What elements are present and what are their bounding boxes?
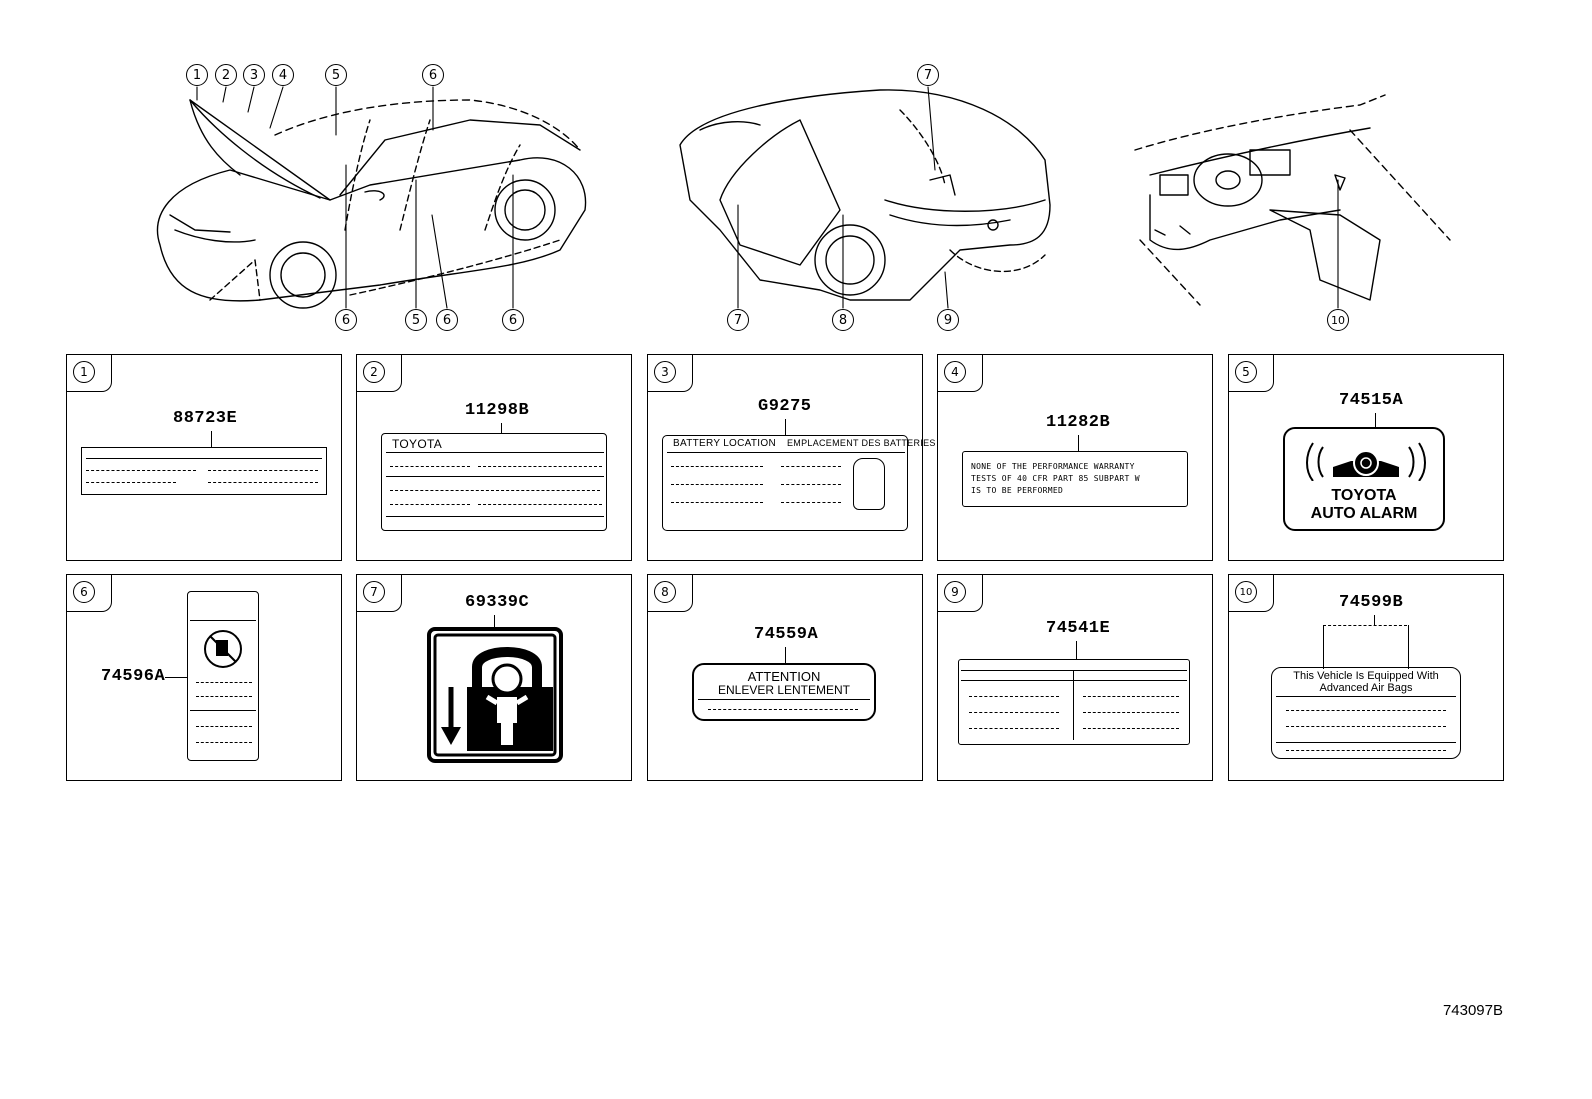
label-panel-7: 7 69339C (356, 574, 632, 781)
callout-7: 7 (917, 64, 939, 86)
callout-6: 6 (502, 309, 524, 331)
label-74541E (958, 659, 1190, 745)
rear-view-car (679, 89, 1051, 301)
panel-number: 1 (73, 361, 95, 383)
label-brand: TOYOTA (392, 437, 443, 451)
callout-6: 6 (335, 309, 357, 331)
callout-6: 6 (422, 64, 444, 86)
part-number: 11282B (1046, 413, 1111, 432)
warranty-text-1: NONE OF THE PERFORMANCE WARRANTY (971, 462, 1135, 471)
prohibition-icon (204, 630, 242, 668)
attention-text: ATTENTION (747, 669, 821, 684)
label-panel-9: 9 74541E (937, 574, 1213, 781)
callout-10: 10 (1327, 309, 1349, 331)
callout-5: 5 (405, 309, 427, 331)
label-panel-1: 1 88723E (66, 354, 342, 561)
alarm-text-line1: TOYOTA (1331, 487, 1397, 504)
battery-location-text: BATTERY LOCATION (673, 438, 776, 449)
label-74599B: This Vehicle Is Equipped With Advanced A… (1271, 667, 1461, 759)
label-panel-2: 2 11298B TOYOTA (356, 354, 632, 561)
airbag-text-1: This Vehicle Is Equipped With (1293, 670, 1439, 682)
part-number: G9275 (758, 397, 812, 416)
part-number: 74599B (1339, 593, 1404, 612)
callout-4: 4 (272, 64, 294, 86)
front-view-car (156, 99, 587, 309)
callout-8: 8 (832, 309, 854, 331)
callout-9: 9 (937, 309, 959, 331)
child-lock-icon (427, 627, 563, 763)
part-number: 11298B (465, 401, 530, 420)
label-panel-8: 8 74559A ATTENTION ENLEVER LENTEMENT (647, 574, 923, 781)
alarm-icon (1306, 442, 1426, 481)
callout-6: 6 (436, 309, 458, 331)
panel-number: 8 (654, 581, 676, 603)
vehicle-illustrations (156, 86, 1451, 309)
part-number: 74541E (1046, 619, 1111, 638)
callout-5: 5 (325, 64, 347, 86)
label-74515A: TOYOTA AUTO ALARM (1283, 427, 1445, 531)
part-number: 74596A (101, 667, 166, 686)
warranty-text-2: TESTS OF 40 CFR PART 85 SUBPART W (971, 474, 1140, 483)
label-panel-4: 4 11282B NONE OF THE PERFORMANCE WARRANT… (937, 354, 1213, 561)
label-11298B: TOYOTA (381, 433, 607, 531)
callout-3: 3 (243, 64, 265, 86)
interior-dashboard (1134, 94, 1451, 306)
panel-number: 4 (944, 361, 966, 383)
label-74596A (187, 591, 259, 761)
label-11282B: NONE OF THE PERFORMANCE WARRANTY TESTS O… (962, 451, 1188, 507)
panel-number: 3 (654, 361, 676, 383)
part-number: 74515A (1339, 391, 1404, 410)
enlever-text: ENLEVER LENTEMENT (717, 683, 851, 697)
panel-number: 10 (1235, 581, 1257, 603)
emplacement-text: EMPLACEMENT DES BATTERIES (787, 438, 936, 448)
callout-1: 1 (186, 64, 208, 86)
airbag-text-2: Advanced Air Bags (1319, 682, 1413, 694)
panel-number: 9 (944, 581, 966, 603)
part-number: 69339C (465, 593, 530, 612)
panel-number: 5 (1235, 361, 1257, 383)
label-panel-10: 10 74599B This Vehicle Is Equipped With … (1228, 574, 1504, 781)
label-panel-5: 5 74515A TOYOTA AUTO ALARM (1228, 354, 1504, 561)
label-74559A: ATTENTION ENLEVER LENTEMENT (692, 663, 876, 721)
panel-number: 6 (73, 581, 95, 603)
diagram-code: 743097B (1442, 1002, 1503, 1019)
panel-number: 2 (363, 361, 385, 383)
label-G9275: BATTERY LOCATION EMPLACEMENT DES BATTERI… (662, 435, 935, 531)
label-panel-3: 3 G9275 BATTERY LOCATION EMPLACEMENT DES… (647, 354, 935, 561)
callout-2: 2 (215, 64, 237, 86)
label-88723E (81, 447, 327, 495)
part-number: 88723E (173, 409, 238, 428)
panel-number: 7 (363, 581, 385, 603)
warranty-text-3: IS TO BE PERFORMED (971, 486, 1064, 495)
part-number: 74559A (754, 625, 819, 644)
callout-7: 7 (727, 309, 749, 331)
label-panel-6: 6 74596A (66, 574, 342, 781)
alarm-text-line2: AUTO ALARM (1310, 505, 1418, 522)
